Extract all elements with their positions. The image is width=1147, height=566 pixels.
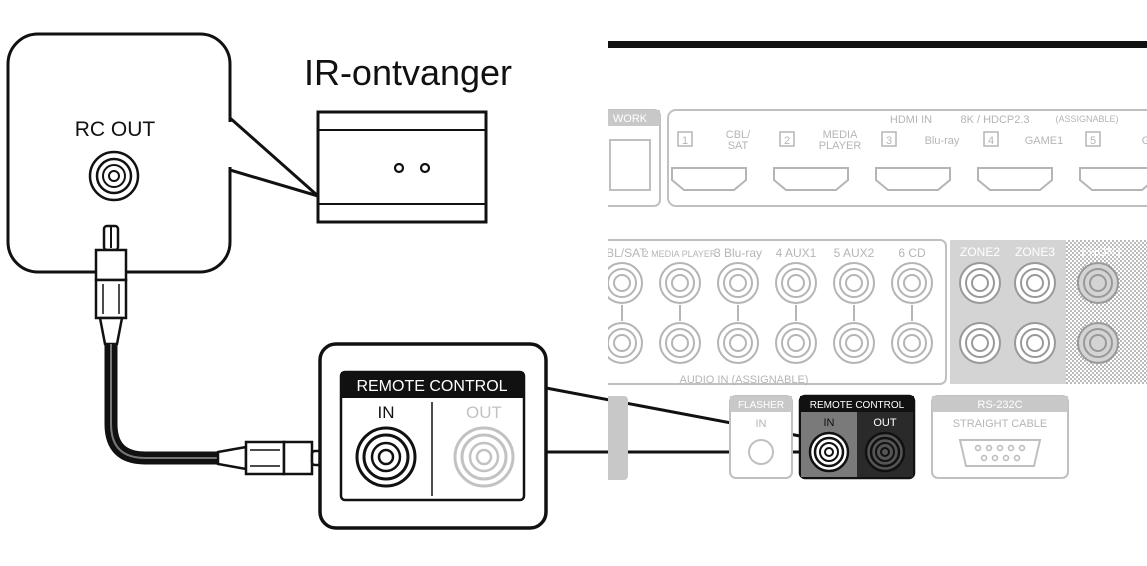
audio-input-label: CBL/SAT: [597, 246, 647, 260]
ir-led-icon: [419, 162, 431, 174]
rear-remote-header: REMOTE CONTROL: [810, 400, 905, 411]
remote-control-zoom-panel: REMOTE CONTROL IN OUT: [318, 342, 801, 530]
flasher-in-label: IN: [756, 418, 767, 430]
hdmi-input: 4 GAME1: [977, 131, 1064, 191]
diagram-title: IR-ontvanger: [304, 52, 512, 93]
rear-remote-in-label: IN: [824, 417, 835, 429]
network-label: WORK: [613, 113, 648, 125]
network-port: WORK: [608, 109, 661, 207]
audio-jack-icon: [717, 262, 759, 304]
flasher-block: FLASHER IN: [729, 395, 793, 479]
audio-input-label: 6 CD: [898, 246, 926, 260]
hdmi-port-icon: [773, 167, 849, 191]
zoom-panel-header: REMOTE CONTROL: [356, 378, 507, 395]
audio-input-label: 3 Blu-ray: [714, 246, 762, 260]
flasher-header: FLASHER: [738, 400, 784, 411]
hdmi-input-block: HDMI IN 8K / HDCP2.3 (ASSIGNABLE) 1 CBL/S…: [667, 109, 1147, 207]
hdmi-input-name: GAME1: [1025, 135, 1064, 147]
hdmi-input-number: 5: [1090, 135, 1096, 147]
hdmi-input-name: PLAYER: [819, 140, 862, 152]
zone-label: FRONT: [1081, 245, 1123, 259]
ir-led-icon: [393, 162, 405, 174]
zone-jack-icon: [1014, 322, 1056, 364]
audio-input-label: 5 AUX2: [834, 246, 875, 260]
audio-jack-icon: [659, 322, 701, 364]
hdmi-input-number: 2: [784, 135, 790, 147]
zoom-out-label: OUT: [466, 403, 502, 422]
audio-jack-icon: [608, 322, 643, 364]
hdmi-port-icon: [1079, 167, 1147, 191]
hdmi-port-icon: [875, 167, 951, 191]
rc-out-jack-icon: [88, 150, 140, 202]
zone-block: ZONE2 ZONE3 FRONT: [950, 240, 1147, 384]
rs232-connector-icon: [958, 439, 1042, 467]
hdmi-heading: HDMI IN: [890, 114, 932, 126]
hdmi-port-icon: [977, 167, 1053, 191]
audio-jack-icon: [775, 262, 817, 304]
hdmi-input: 1 CBL/SAT: [671, 129, 751, 191]
zone-jack-icon: [1014, 262, 1056, 304]
zoom-in-jack-icon: [355, 426, 417, 488]
audio-jack-icon: [833, 262, 875, 304]
left-edge-block: [608, 396, 628, 480]
audio-jack-icon: [775, 322, 817, 364]
hdmi-input-name: Blu-ray: [925, 135, 960, 147]
hdmi-input-name: CBL/: [726, 129, 751, 141]
rs232c-block: RS-232C STRAIGHT CABLE: [931, 395, 1069, 479]
receiver-rear-panel: WORK HDMI IN 8K / HDCP2.3 (ASSIGNABLE) 1…: [597, 41, 1147, 480]
hdmi-input-name: G: [1142, 135, 1147, 147]
zoom-out-jack-icon: [453, 426, 515, 488]
rear-remote-out-label: OUT: [873, 417, 897, 429]
zone-jack-icon: [1077, 322, 1119, 364]
rear-remote-out-jack-icon: [864, 431, 906, 473]
hdmi-input-name: MEDIA: [823, 129, 859, 141]
zone-jack-icon: [959, 262, 1001, 304]
audio-input-label: 4 AUX1: [776, 246, 817, 260]
rear-remote-control-block: REMOTE CONTROL IN OUT: [798, 394, 916, 480]
audio-jack-icon: [891, 322, 933, 364]
zone-label: ZONE2: [960, 245, 1000, 259]
rc-out-label: RC OUT: [75, 118, 156, 141]
ir-sensor: [316, 110, 488, 224]
rs232-header: RS-232C: [977, 399, 1022, 411]
hdmi-assignable: (ASSIGNABLE): [1055, 114, 1118, 124]
hdmi-input-number: 4: [988, 135, 994, 147]
zone-label: ZONE3: [1015, 245, 1055, 259]
rca-cable: [94, 224, 330, 476]
audio-jack-icon: [833, 322, 875, 364]
hdmi-input-number: 1: [682, 135, 688, 147]
hdmi-input-number: 3: [886, 135, 892, 147]
rear-remote-in-jack-icon: [808, 431, 850, 473]
audio-jack-icon: [608, 262, 643, 304]
flasher-jack-icon: [748, 439, 774, 465]
audio-jack-icon: [717, 322, 759, 364]
audio-jack-icon: [891, 262, 933, 304]
zone-jack-icon: [1077, 262, 1119, 304]
zoom-in-label: IN: [378, 403, 395, 422]
audio-in-label: AUDIO IN (ASSIGNABLE): [680, 374, 809, 386]
hdmi-spec: 8K / HDCP2.3: [960, 114, 1029, 126]
hdmi-port-icon: [671, 167, 747, 191]
zone-jack-icon: [959, 322, 1001, 364]
hdmi-input-name: SAT: [728, 140, 749, 152]
rs232-sub: STRAIGHT CABLE: [953, 418, 1048, 430]
ir-receiver-device: RC OUT: [6, 32, 319, 274]
audio-input-label: 2 MEDIA PLAYER: [644, 249, 717, 259]
audio-jack-icon: [659, 262, 701, 304]
hdmi-input: 3 Blu-ray: [875, 131, 960, 191]
